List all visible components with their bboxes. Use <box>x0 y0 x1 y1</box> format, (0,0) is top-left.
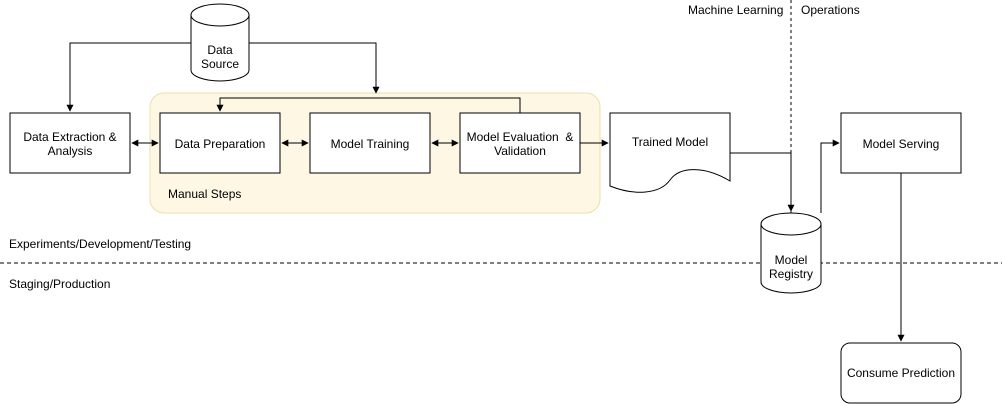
model-evaluation-label-line1: Model Evaluation & <box>467 130 574 144</box>
arrow-evaluation-feedback <box>216 97 521 113</box>
arrow-trained-model-to-registry <box>730 152 795 212</box>
trained-model-label: Trained Model <box>632 135 708 149</box>
model-evaluation-label-line2: Validation <box>494 144 546 158</box>
data-extraction-label-line1: Data Extraction & <box>23 130 116 144</box>
model-training-box: Model Training <box>309 112 431 174</box>
manual-steps-label: Manual Steps <box>168 187 241 201</box>
model-training-label: Model Training <box>331 137 410 151</box>
arrow-source-to-manual-steps <box>249 42 380 94</box>
zone-experiments-label: Experiments/Development/Testing <box>9 237 191 251</box>
header-machine-learning: Machine Learning <box>688 3 783 17</box>
consume-prediction-label: Consume Prediction <box>847 366 955 380</box>
model-serving-label: Model Serving <box>863 137 940 151</box>
model-evaluation-box: Model Evaluation & Validation <box>459 112 581 174</box>
data-extraction-box: Data Extraction & Analysis <box>9 112 131 174</box>
data-source-label-line2: Source <box>201 57 239 71</box>
model-registry-label-line1: Model <box>775 253 808 267</box>
data-preparation-label: Data Preparation <box>175 137 266 151</box>
data-source-label-line1: Data <box>207 43 233 57</box>
header-operations: Operations <box>801 3 860 17</box>
arrow-registry-to-serving <box>820 139 840 213</box>
arrow-source-to-extraction <box>66 42 191 112</box>
model-registry-cylinder: Model Registry <box>760 212 822 294</box>
data-extraction-label-line2: Analysis <box>48 144 93 158</box>
data-source-cylinder: Data Source <box>190 3 250 82</box>
model-registry-label-line2: Registry <box>769 267 813 281</box>
model-serving-box: Model Serving <box>840 112 962 174</box>
trained-model-document: Trained Model <box>609 112 731 193</box>
zone-staging-label: Staging/Production <box>9 277 110 291</box>
consume-prediction-box: Consume Prediction <box>840 342 962 404</box>
data-preparation-box: Data Preparation <box>159 112 281 174</box>
